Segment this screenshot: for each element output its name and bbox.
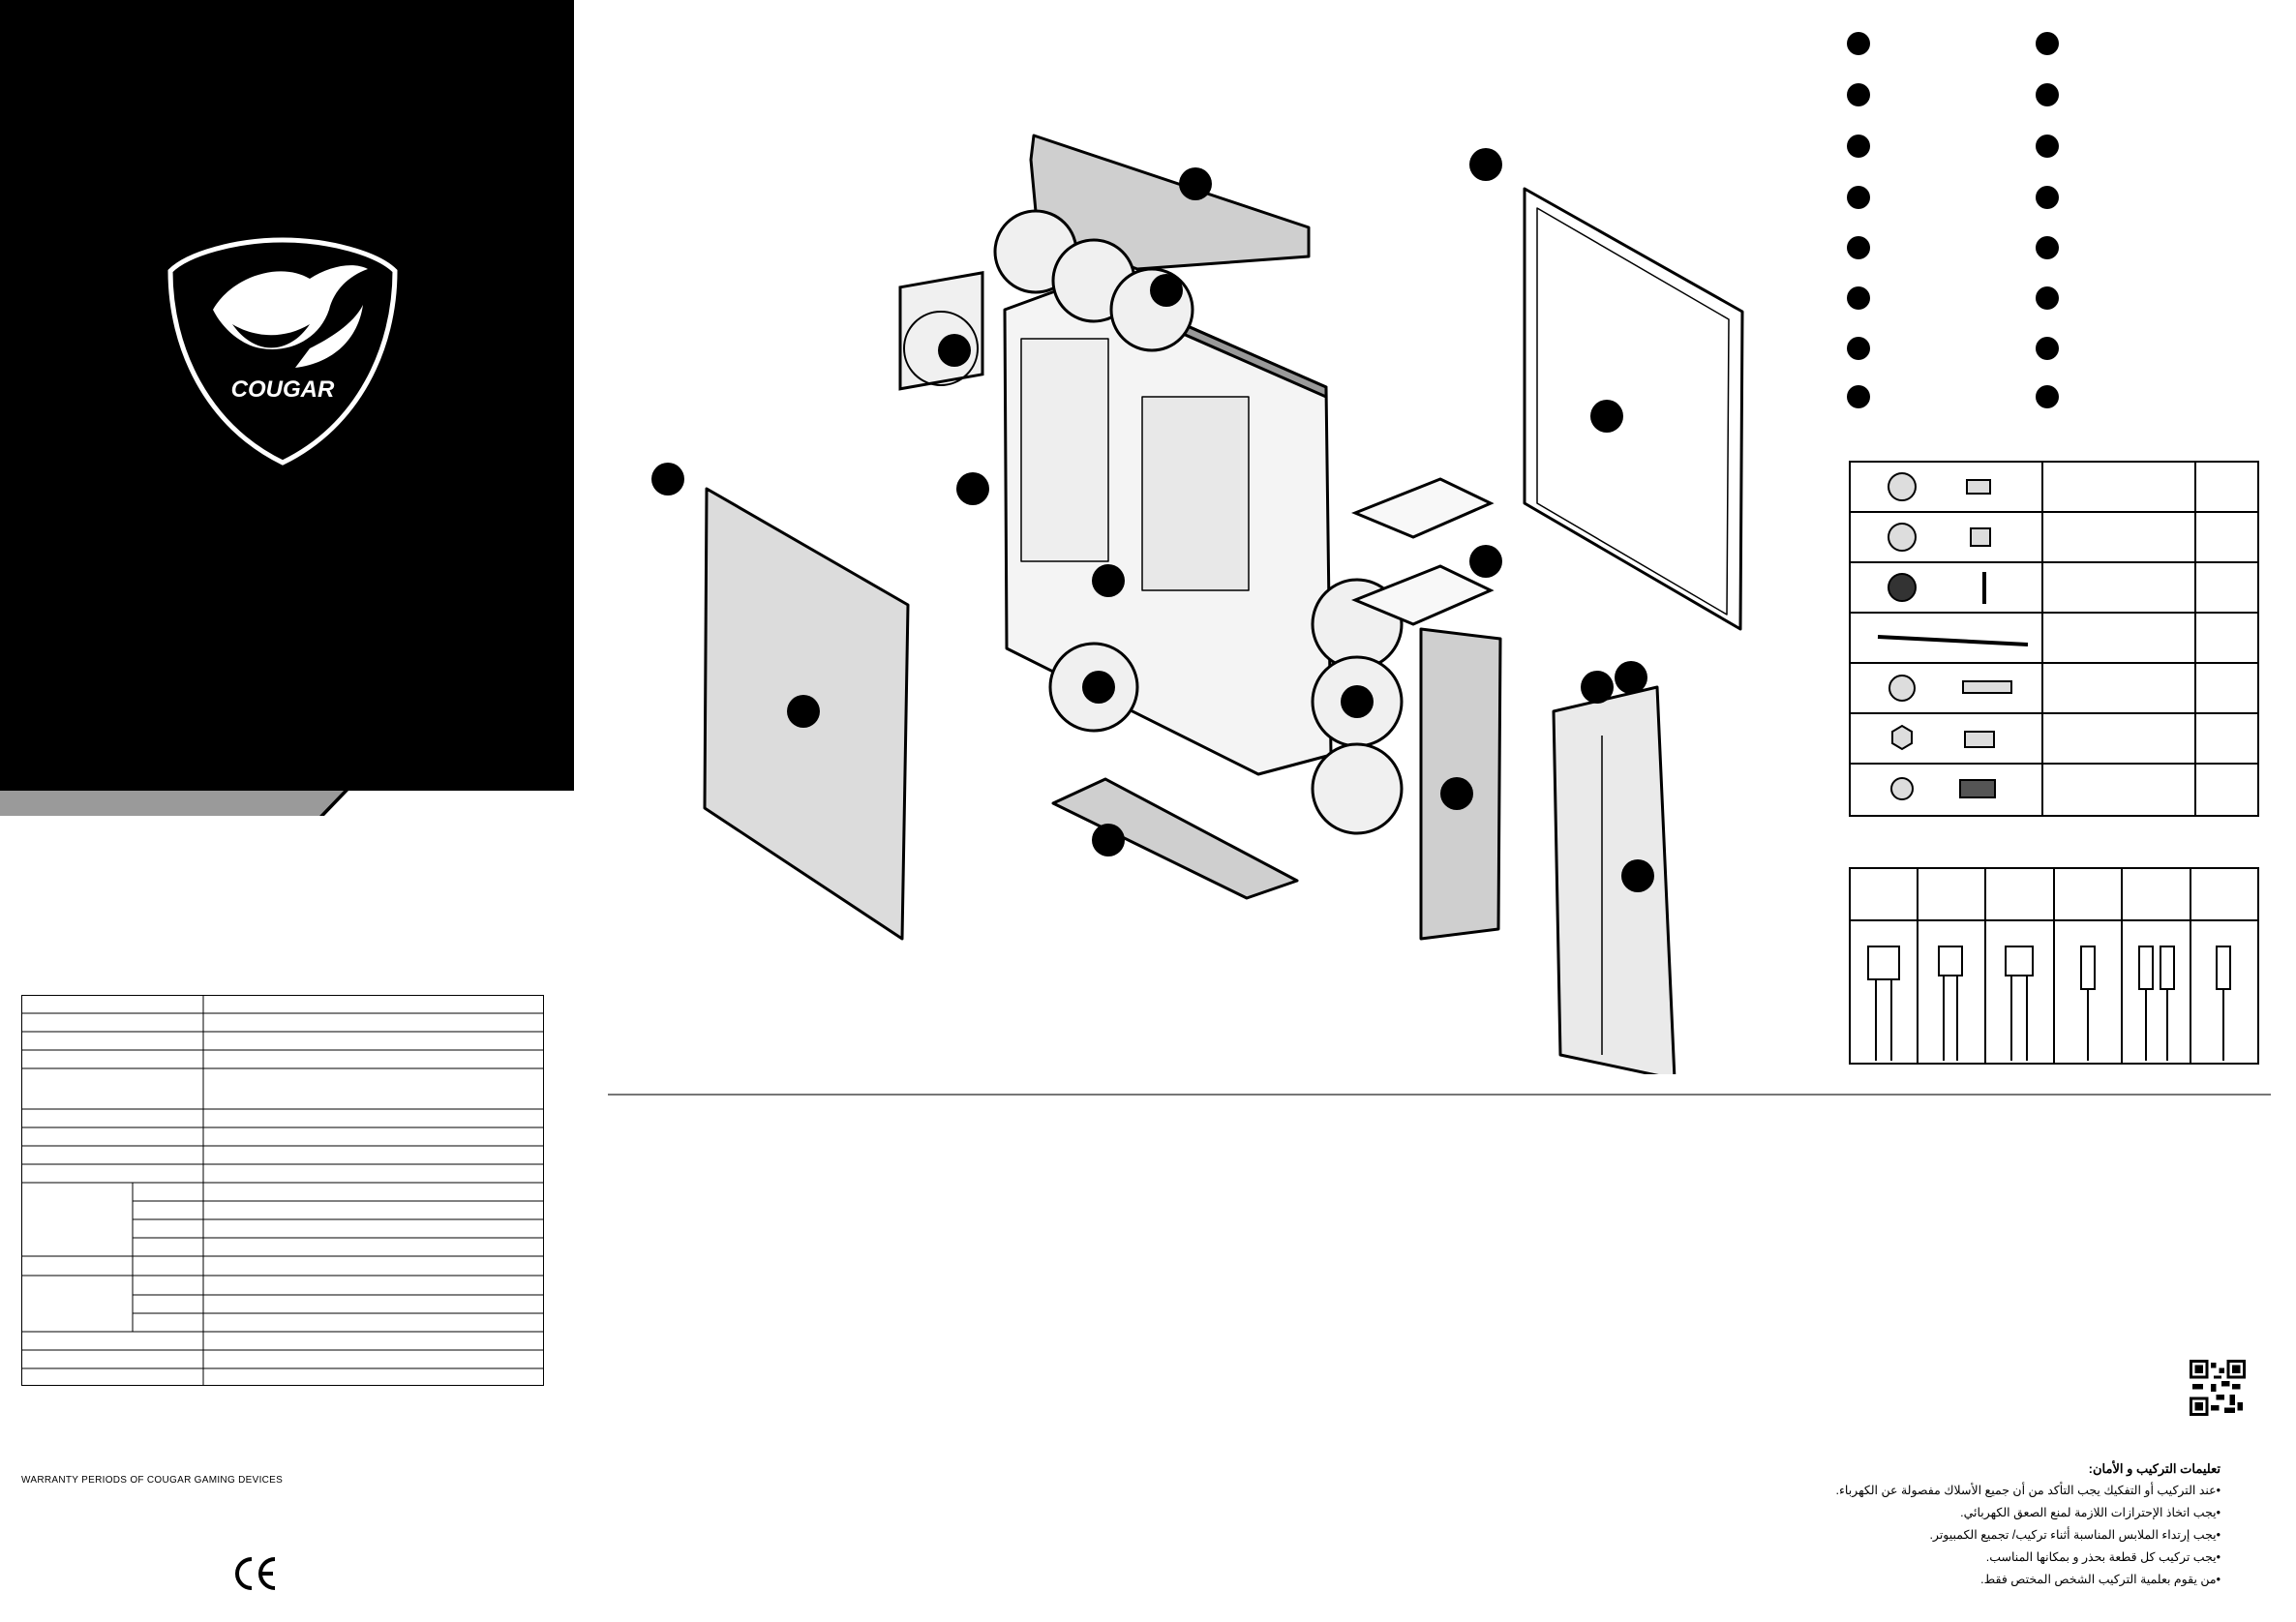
cougar-logo-icon: COUGAR <box>167 237 398 466</box>
right-side-panel <box>1523 187 1744 631</box>
usb-header-icon <box>1867 946 1900 980</box>
brand-panel <box>0 0 574 791</box>
hdd-tray-2 <box>1351 564 1495 626</box>
connector-table <box>1849 867 2259 1065</box>
section-divider <box>608 1094 2271 1096</box>
front-panel <box>1552 685 1677 1074</box>
led-icon <box>2216 946 2231 990</box>
safety-title: تعليمات التركيب و الأمان: <box>2088 1461 2220 1476</box>
grey-accent-strip <box>0 791 348 816</box>
logo-text: COUGAR <box>231 376 335 403</box>
reset-switch-icon <box>2138 946 2154 990</box>
power-switch-icon <box>2080 946 2096 990</box>
exploded-view-drawing <box>651 134 1744 1074</box>
hdd-tray-1 <box>1351 477 1495 539</box>
standoff-icon <box>1891 724 1913 751</box>
warranty-heading: WARRANTY PERIODS OF COUGAR GAMING DEVICE… <box>21 1475 284 1486</box>
legend-dots <box>1847 32 2059 408</box>
accessories-table <box>1849 461 2259 817</box>
qr-code-icon <box>2190 1360 2246 1416</box>
washer-icon <box>1888 573 1917 602</box>
argb-header-icon <box>2005 946 2034 976</box>
top-dust-filter <box>1029 134 1311 271</box>
safety-item: •عند التركيب أو التفكيك يجب التأكد من أن… <box>1835 1484 2220 1497</box>
safety-item: •يجب تركيب كل قطعة بحذر و بمكانها المناس… <box>1985 1550 2220 1564</box>
fan-header-icon <box>1938 946 1963 976</box>
safety-item: •يجب اتخاذ الإحترازات اللازمة لمنع الصعق… <box>1960 1506 2220 1519</box>
safety-item: •من يقوم بعلمية التركيب الشخص المختص فقط… <box>1980 1573 2220 1586</box>
specification-table <box>21 995 544 1386</box>
bottom-dust-filter <box>1051 777 1299 900</box>
ce-mark-icon <box>235 1557 276 1590</box>
safety-item: •يجب إرتداء الملابس المناسبة أثناء تركيب… <box>1929 1528 2220 1542</box>
screw-head-icon <box>1888 472 1917 501</box>
safety-instructions: تعليمات التركيب و الأمان: •عند التركيب أ… <box>1810 1457 2220 1591</box>
front-fan-3 <box>1311 742 1404 835</box>
cable-tie-icon <box>1877 635 2029 646</box>
